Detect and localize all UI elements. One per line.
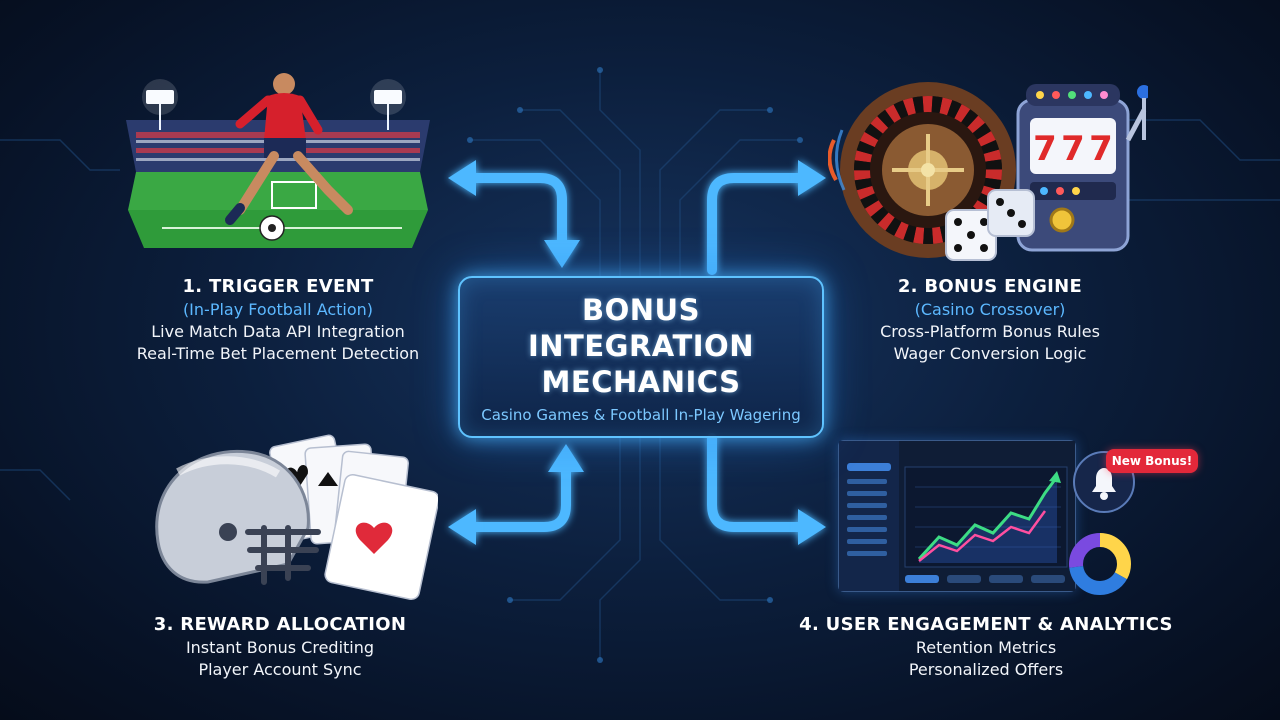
stage-3-line-2: Player Account Sync (198, 660, 362, 679)
slot-reel-2: 7 (1061, 129, 1085, 169)
stage-1-line-1: Live Match Data API Integration (151, 322, 405, 341)
donut-chart-icon (1069, 533, 1131, 595)
arrowhead-right-bottom (798, 509, 826, 545)
center-title: BONUS INTEGRATION MECHANICS (528, 293, 754, 399)
arrow-center-to-engagement (707, 433, 810, 532)
arrowhead-left-bottom (448, 509, 476, 545)
arrowhead-left-top (448, 160, 476, 196)
stage-3-line-1: Instant Bonus Crediting (185, 638, 375, 657)
stage-2-subtitle: (Casino Crossover) (914, 300, 1066, 319)
slot-reel-1: 7 (1033, 129, 1057, 169)
football-player-illustration (126, 73, 430, 248)
slot-reel-3: 7 (1089, 129, 1113, 169)
arrowhead-right-top (798, 160, 826, 196)
arrow-trigger-to-center (465, 173, 567, 255)
casino-illustration: 7 7 7 (828, 82, 1148, 261)
stage-3-reward-allocation: 3. REWARD ALLOCATION Instant Bonus Credi… (120, 614, 440, 679)
stage-2-line-2: Wager Conversion Logic (893, 344, 1087, 363)
stage-3-title: 3. REWARD ALLOCATION (153, 614, 407, 635)
stage-1-trigger-event: 1. TRIGGER EVENT (In-Play Football Actio… (108, 276, 448, 363)
arrow-center-to-reward (465, 457, 571, 532)
arrowhead-down-top (544, 240, 580, 268)
stage-2-title: 2. BONUS ENGINE (897, 276, 1083, 297)
stage-4-line-1: Retention Metrics (915, 638, 1057, 657)
new-bonus-badge: New Bonus! (1106, 449, 1198, 473)
slot-machine-illustration: 7 7 7 (1016, 84, 1148, 252)
analytics-dashboard-illustration (838, 440, 1076, 592)
football-helmet-illustration (155, 449, 321, 585)
dice-illustration (945, 189, 1035, 261)
stage-1-line-2: Real-Time Bet Placement Detection (136, 344, 420, 363)
helmet-cards-illustration (155, 434, 438, 601)
dashboard-graphic (839, 441, 1075, 591)
arrowhead-up-bottom (548, 444, 584, 472)
center-subtitle: Casino Games & Football In-Play Wagering (481, 406, 801, 424)
stage-2-line-1: Cross-Platform Bonus Rules (880, 322, 1100, 341)
stage-1-subtitle: (In-Play Football Action) (182, 300, 374, 319)
stage-2-bonus-engine: 2. BONUS ENGINE (Casino Crossover) Cross… (840, 276, 1140, 363)
stage-4-title: 4. USER ENGAGEMENT & ANALYTICS (799, 614, 1173, 635)
center-hub-box: BONUS INTEGRATION MECHANICS Casino Games… (458, 276, 824, 438)
arrow-center-to-engine (707, 173, 810, 275)
stage-4-user-engagement: 4. USER ENGAGEMENT & ANALYTICS Retention… (786, 614, 1186, 679)
stage-4-line-2: Personalized Offers (908, 660, 1064, 679)
stage-1-title: 1. TRIGGER EVENT (182, 276, 374, 297)
